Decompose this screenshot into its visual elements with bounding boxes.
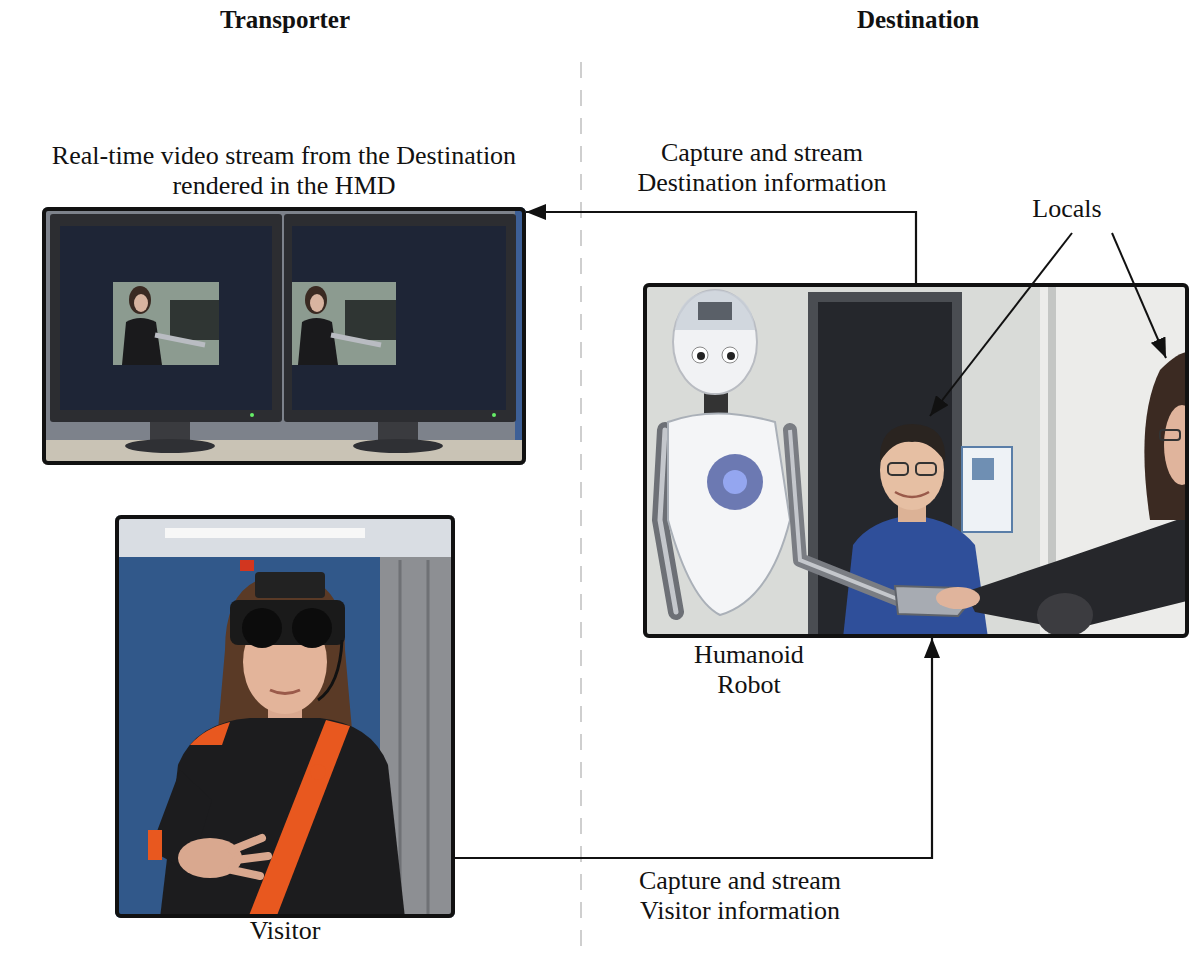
video-person [310,294,324,312]
connector-arrow [526,212,916,283]
hair [218,575,352,730]
edge-label: Capture and stream Visitor information [610,866,870,926]
fingers [232,838,268,876]
robot-photo [643,283,1189,638]
smile [895,492,929,497]
glasses [888,463,908,475]
connector-group [455,212,932,858]
mouth [270,690,300,694]
photo-caption: Real-time video stream from the Destinat… [4,141,564,201]
glasses [916,463,936,475]
divider-line [580,62,582,957]
monitor-screen [292,226,506,410]
photo-caption: Humanoid Robot [664,640,834,700]
poster-emblem [972,458,994,480]
robot-head [673,290,757,394]
suit-stripe [248,720,350,918]
photo-caption: Visitor [185,916,385,946]
power-led [250,413,254,417]
person-hand [936,587,980,609]
photo-frame: Real-time video stream from the Destinat… [42,207,526,465]
robot-arm-detail [790,430,900,600]
robot-arm [790,430,900,600]
robot-skull [675,290,755,330]
monitor-photo [42,207,526,465]
ceiling [115,515,455,557]
curtain-fold [427,560,430,918]
video-frame [292,282,396,365]
photo-frame: Humanoid Robot [643,283,1189,638]
hmd-tracker [255,572,325,598]
monitor-bezel [50,214,282,422]
robot-torso [668,414,790,616]
robot-circuit [698,302,732,320]
video-person [305,286,327,314]
callout-label: Locals [997,194,1137,224]
suit-logo [310,764,326,780]
video-detail [345,300,396,340]
video-person [122,318,162,365]
glasses [1160,430,1180,440]
photo-background [115,515,455,918]
connector-arrow [455,638,932,858]
robot-pupil [697,352,705,360]
column-heading: Transporter [135,6,435,35]
ceiling-light [165,528,365,538]
column-heading: Destination [768,6,1068,35]
robot-pupil [727,352,735,360]
power-led [492,413,496,417]
hmd-lens [242,608,282,648]
robot-chest-light [723,470,747,494]
person-shirt [843,515,988,638]
tracker-disc [1037,593,1093,637]
robot-eye [722,347,738,363]
photo-background [42,207,526,465]
robot-chest [707,454,763,510]
leader-arrow [1112,233,1166,358]
suit-stripe [148,830,162,860]
monitor-screen [60,226,272,410]
hmd-lens [292,608,332,648]
video-detail [170,300,219,340]
video-person [134,294,148,312]
hmd-light [240,560,254,571]
robot-eye [692,347,708,363]
video-robot-arm [331,335,381,345]
monitor-stand [125,439,215,453]
photo-frame: Visitor [115,515,455,918]
poster [962,447,1012,532]
video-frame [113,282,219,365]
leader-arrow [930,233,1072,416]
visitor-photo [115,515,455,918]
microphone [318,640,342,700]
video-person [129,286,151,314]
edge-label: Capture and stream Destination informati… [602,138,922,198]
video-person [298,318,338,365]
video-robot-arm [155,335,205,345]
person-hair [880,424,945,462]
monitor-bezel [284,214,516,422]
suit-stripe [190,722,230,745]
monitor-stand [353,439,443,453]
